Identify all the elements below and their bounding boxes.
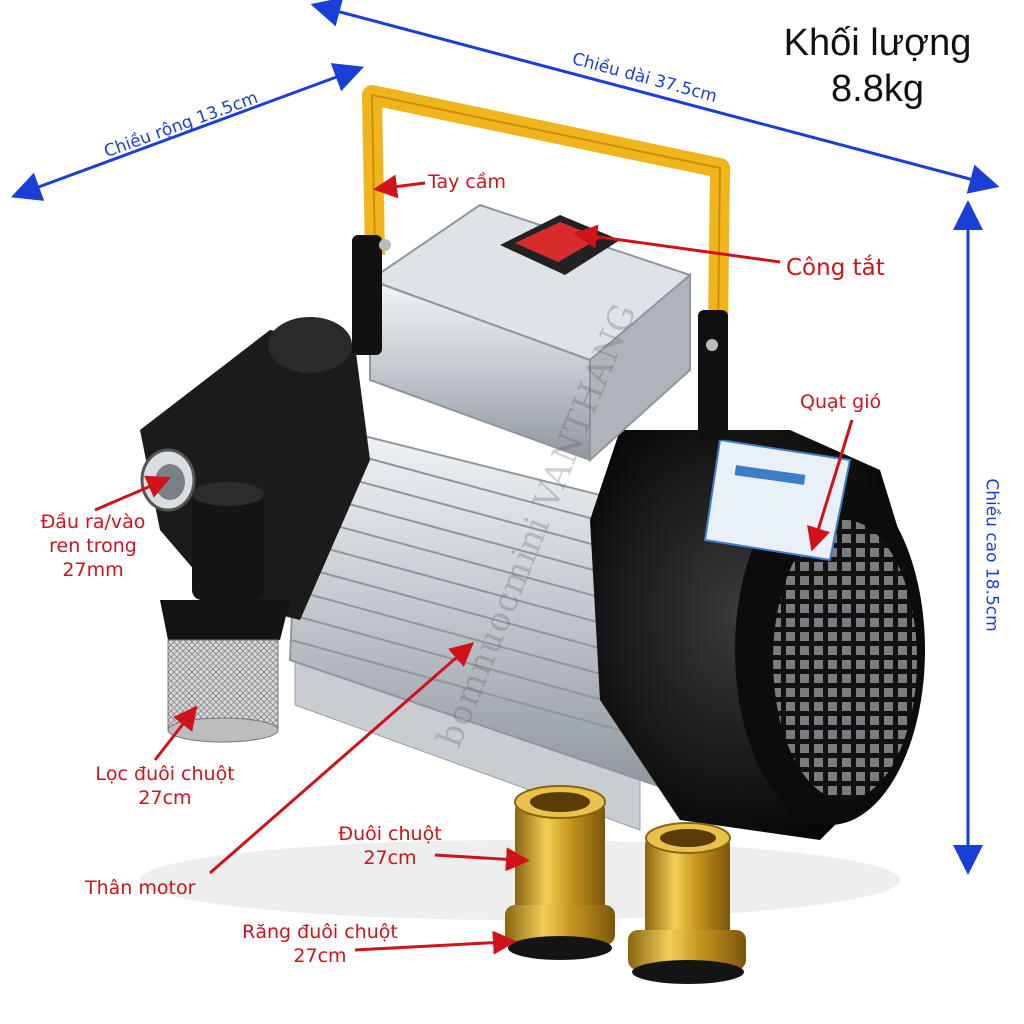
dimension-height: Chiều cao 18.5cm — [981, 478, 1002, 632]
label-thread-tail: Răng đuôi chuột 27cm — [225, 920, 415, 968]
label-port: Đầu ra/vào ren trong 27mm — [18, 510, 168, 582]
weight-title: Khối lượng — [783, 22, 972, 64]
label-handle: Tay cầm — [428, 171, 506, 193]
brass-fittings — [505, 785, 746, 984]
label-body: Thân motor — [85, 877, 196, 899]
label-filter: Lọc đuôi chuột 27cm — [70, 762, 260, 810]
label-filter-l2: 27cm — [138, 787, 192, 809]
label-hose-tail: Đuôi chuột 27cm — [315, 822, 465, 870]
label-hose-tail-l2: 27cm — [363, 847, 417, 869]
label-switch: Công tắt — [786, 255, 885, 281]
label-thread-tail-l1: Răng đuôi chuột — [242, 921, 398, 943]
fan-cover — [590, 430, 925, 840]
label-port-l3: 27mm — [62, 559, 124, 581]
dimension-arrows — [10, 0, 1000, 875]
label-hose-tail-l1: Đuôi chuột — [338, 823, 442, 845]
switch-box — [367, 203, 692, 463]
weight-value: 8.8kg — [831, 68, 924, 110]
label-fan: Quạt gió — [800, 391, 882, 413]
weight-label: Khối lượng 8.8kg — [760, 20, 995, 112]
label-thread-tail-l2: 27cm — [293, 945, 347, 967]
label-port-l1: Đầu ra/vào — [40, 511, 146, 533]
label-filter-l1: Lọc đuôi chuột — [95, 763, 235, 785]
callout-arrows — [94, 174, 854, 955]
label-port-l2: ren trong — [49, 535, 137, 557]
